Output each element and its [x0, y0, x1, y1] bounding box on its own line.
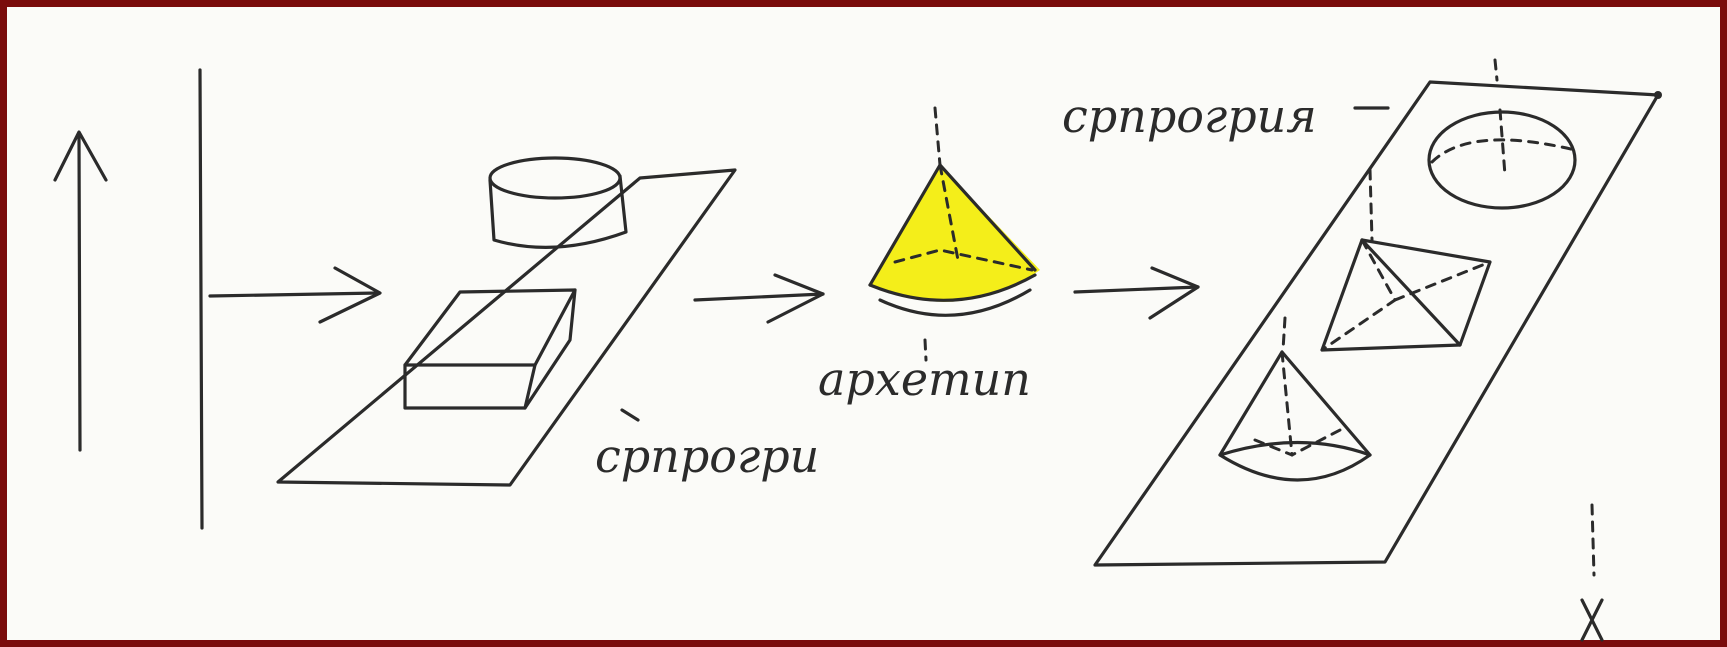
sphere: [1429, 110, 1575, 208]
arrow-1: [210, 268, 380, 322]
bottom-mark: [1582, 505, 1602, 640]
left-plane-label: српрогри: [595, 429, 819, 483]
arrow-3: [1075, 268, 1198, 318]
tetrahedron: [1322, 170, 1490, 350]
box: [405, 290, 575, 408]
right-plane-label: српрогрия: [1062, 89, 1317, 143]
archetype-label: архетип: [818, 352, 1031, 406]
yellow-cone: [870, 108, 1040, 360]
arrow-2: [695, 275, 823, 322]
lower-cone: [1220, 318, 1370, 480]
up-arrow: [55, 132, 106, 450]
left-label-tick: [622, 410, 638, 420]
vertical-axis-line: [200, 70, 202, 528]
right-plane-top-tick: [1495, 60, 1497, 80]
corner-dot: [1654, 91, 1662, 99]
cylinder: [490, 158, 626, 247]
